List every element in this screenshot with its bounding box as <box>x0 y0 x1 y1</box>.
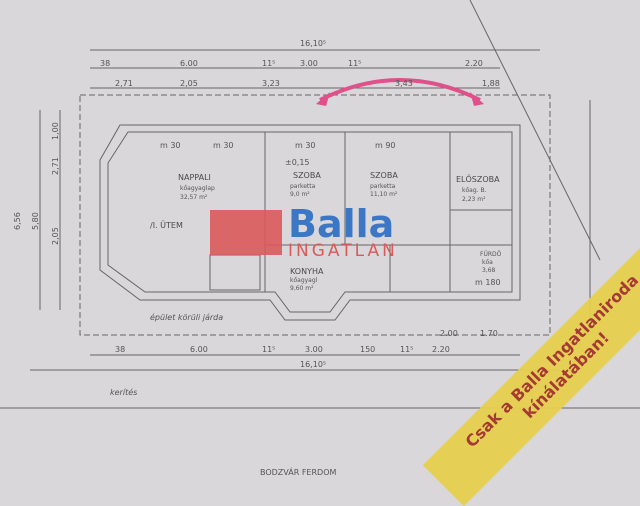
dim: 2,71 <box>51 157 60 175</box>
building-wall <box>99 124 521 321</box>
stage-label: /I. ÜTEM <box>150 220 183 230</box>
dim: 38 <box>100 59 110 68</box>
dim: 11⁵ <box>262 345 275 354</box>
dim: 1,88 <box>482 79 500 88</box>
window-mark: m 180 <box>475 278 501 287</box>
room-floor: kőagyagl <box>290 277 318 284</box>
dim: 11⁵ <box>262 59 275 68</box>
window-mark: m 30 <box>160 141 181 150</box>
dim: 2,05 <box>180 79 198 88</box>
room-area: 3,68 <box>482 267 496 274</box>
room-name: SZOBA <box>293 171 321 180</box>
dim: 38 <box>115 345 125 354</box>
window-mark: m 90 <box>375 141 396 150</box>
building-inner-wall <box>107 131 513 313</box>
arrow-head-left <box>316 92 330 106</box>
dim: 3.00 <box>300 59 318 68</box>
dim: 3,43 <box>395 79 413 88</box>
dim-total-bottom: 16,10⁵ <box>300 360 326 369</box>
watermark-logo: Balla INGATLAN <box>210 204 430 261</box>
dim: 1.70 <box>480 329 498 338</box>
level-mark: ±0,15 <box>285 158 310 167</box>
room-area: 32,57 m² <box>180 194 208 201</box>
house-icon <box>210 210 282 255</box>
room-floor: kőagyaglap <box>180 185 215 192</box>
walkway-label: épület körüli járda <box>150 312 223 322</box>
dim: 2.00 <box>440 329 458 338</box>
dim: 5,80 <box>31 212 40 230</box>
arrow-head-right <box>470 92 484 106</box>
dim: 150 <box>360 345 375 354</box>
room-floor: parketta <box>370 183 396 190</box>
dim: 11⁵ <box>400 345 413 354</box>
street-label: BODZVÁR FERDOM <box>260 466 336 477</box>
pink-arrow <box>319 78 481 102</box>
dim-total-top: 16,10⁵ <box>300 39 326 48</box>
dim: 11⁵ <box>348 59 361 68</box>
room-name: ELŐSZOBA <box>456 174 500 184</box>
dim: 6,56 <box>13 212 22 230</box>
dim: 1,00 <box>51 122 60 140</box>
logo-brand: Balla <box>288 202 395 246</box>
dim: 6.00 <box>180 59 198 68</box>
room-area: 2,23 m² <box>462 196 486 203</box>
dim: 2,71 <box>115 79 133 88</box>
room-area: 9,0 m² <box>290 191 310 198</box>
room-name: SZOBA <box>370 171 398 180</box>
dim: 3.00 <box>305 345 323 354</box>
room-floor: kőag. B. <box>462 187 487 194</box>
room-name: KONYHA <box>290 267 324 276</box>
room-name: NAPPALI <box>178 173 211 182</box>
window-mark: m 30 <box>213 141 234 150</box>
room-floor: parketta <box>290 183 316 190</box>
dim: 2.20 <box>465 59 483 68</box>
room-area: 9,60 m² <box>290 285 314 292</box>
logo-sub: INGATLAN <box>288 241 398 261</box>
dim: 3,23 <box>262 79 280 88</box>
dim: 6.00 <box>190 345 208 354</box>
floor-plan: 16,10⁵ 38 6.00 11⁵ 3.00 11⁵ 2.20 2,71 2,… <box>0 0 640 477</box>
dim: 2.20 <box>432 345 450 354</box>
room-floor: kőa <box>482 259 493 266</box>
room-name: FÜRDŐ <box>480 251 502 258</box>
window-mark: m 30 <box>295 141 316 150</box>
walkway-outline <box>79 94 551 336</box>
dim: 2,05 <box>51 227 60 245</box>
room-area: 11,10 m² <box>370 191 398 198</box>
fence-label: kerítés <box>110 387 137 397</box>
